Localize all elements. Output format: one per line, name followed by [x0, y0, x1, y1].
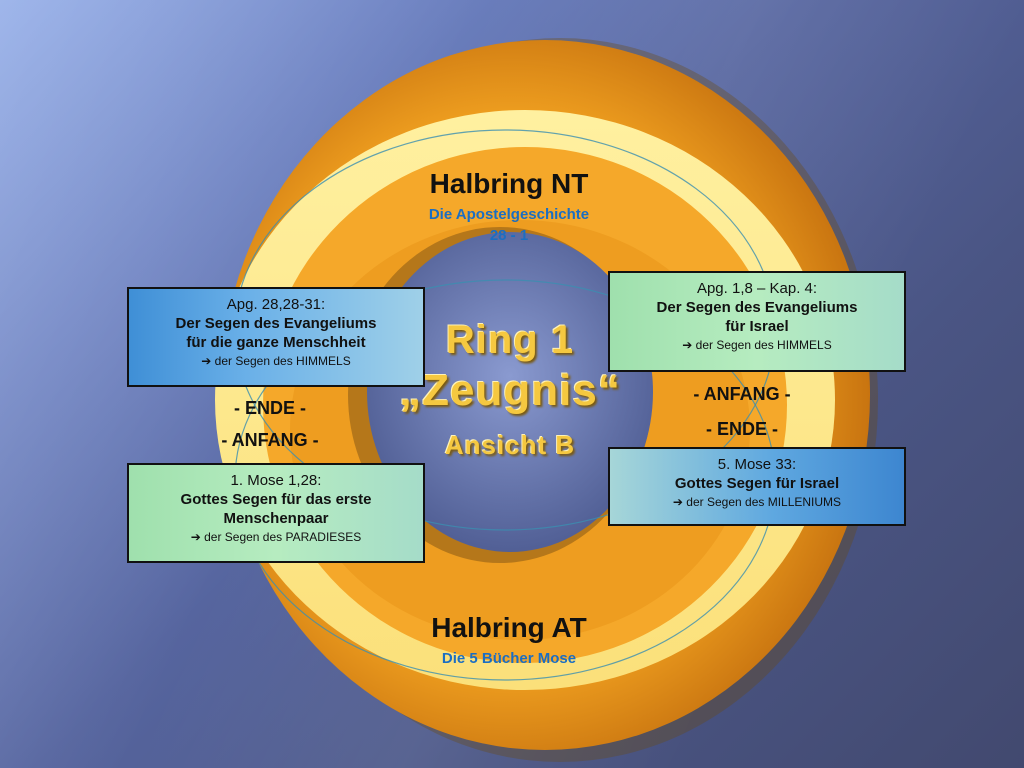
halbring-nt-title: Halbring NT	[429, 168, 589, 199]
ring-hole	[367, 232, 653, 552]
box-bottom-left-title2: Menschenpaar	[223, 510, 329, 527]
box-top-left-ref: Apg. 28,28-31:	[226, 296, 326, 313]
box-bottom-right-ref: 5. Mose 33:	[717, 456, 797, 473]
box-bottom-right-title: Gottes Segen für Israel	[674, 475, 840, 492]
box-bottom-left-note: ➔ der Segen des PARADIESES	[190, 530, 362, 544]
marker-left-anfang: - ANFANG -	[221, 430, 319, 450]
box-top-left: Apg. 28,28-31: Der Segen des Evangeliums…	[127, 287, 425, 387]
halbring-at-subtitle: Die 5 Bücher Mose	[441, 650, 577, 667]
box-top-right-ref: Apg. 1,8 – Kap. 4:	[696, 280, 818, 297]
halbring-nt-subtitle: Die Apostelgeschichte	[428, 206, 590, 223]
center-ring-label: Ring 1	[445, 318, 575, 362]
box-bottom-right-note: ➔ der Segen des MILLENIUMS	[672, 495, 842, 509]
box-top-left-note: ➔ der Segen des HIMMELS	[201, 354, 351, 368]
box-top-left-title2: für die ganze Menschheit	[186, 334, 366, 351]
box-top-left-title: Der Segen des Evangeliums	[175, 315, 377, 332]
center-view-label: Ansicht B	[444, 430, 576, 460]
marker-right-anfang: - ANFANG -	[693, 384, 791, 404]
box-top-right-note: ➔ der Segen des HIMMELS	[682, 338, 832, 352]
halbring-at-title: Halbring AT	[431, 612, 587, 643]
marker-right-ende: - ENDE -	[706, 419, 778, 439]
box-top-right-title2: für Israel	[725, 318, 789, 335]
box-bottom-right: 5. Mose 33: Gottes Segen für Israel ➔ de…	[608, 447, 906, 526]
halbring-nt-range: 28 - 1	[489, 227, 529, 244]
box-top-right-title: Der Segen des Evangeliums	[656, 299, 858, 316]
center-name: „Zeugnis“	[399, 366, 621, 415]
box-bottom-left: 1. Mose 1,28: Gottes Segen für das erste…	[127, 463, 425, 563]
box-bottom-left-title: Gottes Segen für das erste	[180, 491, 372, 508]
box-top-right: Apg. 1,8 – Kap. 4: Der Segen des Evangel…	[608, 271, 906, 372]
box-bottom-left-ref: 1. Mose 1,28:	[230, 472, 322, 489]
marker-left-ende: - ENDE -	[234, 398, 306, 418]
